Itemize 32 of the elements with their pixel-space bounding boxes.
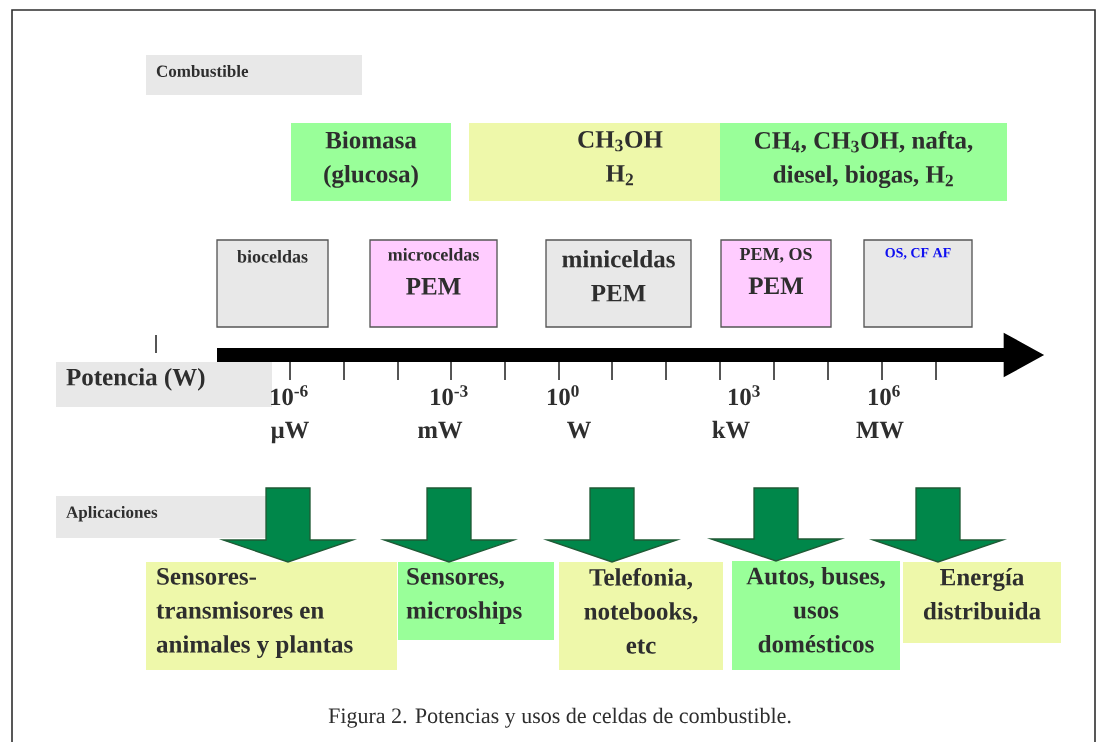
block-arrow [868, 487, 1008, 563]
label-band: Aplicaciones [56, 496, 272, 538]
text-box: microceldas PEM [369, 239, 498, 328]
text-box: Telefonia, notebooks, etc [559, 562, 723, 670]
axis-label: mW [418, 421, 463, 439]
block-arrow [706, 487, 846, 562]
axis-label: kW [712, 420, 750, 439]
label-band: Potencia (W) [56, 362, 272, 407]
axis-label: 10$^{3}$ [729, 385, 760, 406]
axis-label: W [567, 421, 591, 439]
caption: Figura 2. Potencias y usos de celdas de combustible. [328, 707, 791, 728]
block-arrow [542, 487, 682, 563]
text-box: CH$_{3}$OH H$_{2}$ [469, 123, 720, 201]
axis-label: 10$^{-6}$ [271, 385, 308, 406]
text-box: OS, CF AF [863, 239, 973, 328]
axis-label: 10$^{0}$ [548, 385, 579, 406]
text-box: CH$_{4}$, CH$_{3}$OH, nafta, diesel, biogas, H$_{2}$ [720, 123, 1007, 201]
block-arrow [218, 487, 358, 563]
text-box: Sensores, microships [398, 562, 554, 640]
text-box: miniceldas PEM [545, 239, 692, 328]
text-box: Energía distribuida [903, 562, 1061, 643]
text-box: Sensores-transmisores en animales y plantas [146, 562, 397, 670]
label-band: Combustible [146, 55, 362, 95]
axis-label: 10$^{6}$ [869, 385, 900, 406]
block-arrow [379, 487, 519, 563]
axis-label: 10$^{-3}$ [431, 385, 468, 406]
axis-label: μW [271, 421, 309, 444]
text-box: Autos, buses, usos domésticos [732, 561, 900, 670]
axis-label: MW [856, 421, 904, 439]
text-box: bioceldas [216, 239, 329, 328]
text-box: PEM, OS PEM [720, 239, 832, 328]
text-box: Biomasa (glucosa) [291, 123, 451, 201]
